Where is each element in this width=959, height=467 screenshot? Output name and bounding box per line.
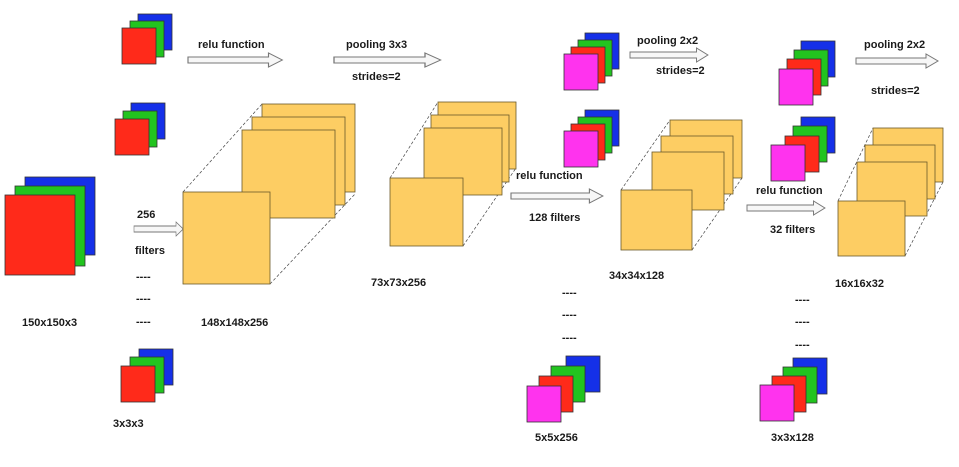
dashes-2c: ---- (562, 332, 577, 344)
dashes-1a: ---- (136, 271, 151, 283)
arrow-relu1 (187, 52, 283, 68)
pool1-size-label: 73x73x256 (371, 277, 426, 289)
conv3-output (837, 127, 944, 257)
pool1-output (389, 101, 517, 247)
strides1-label: strides=2 (352, 71, 401, 83)
kernel-1-c (120, 348, 174, 403)
kernel-1-b (114, 102, 166, 156)
dashes-2a: ---- (562, 287, 577, 299)
kernel-1-a (121, 13, 173, 65)
dashes-1b: ---- (136, 293, 151, 305)
filters1-word-label: filters (135, 245, 165, 257)
conv3-size-label: 16x16x32 (835, 278, 884, 290)
dashes-3b: ---- (795, 316, 810, 328)
kernel-3-b (770, 116, 836, 182)
conv1-size-label: 148x148x256 (201, 317, 268, 329)
kernel-3-a (778, 40, 836, 106)
strides3-label: strides=2 (871, 85, 920, 97)
kernel-3-c (759, 357, 828, 422)
pool1-label: pooling 3x3 (346, 39, 407, 51)
arrow-conv1 (133, 221, 184, 237)
conv1-output (182, 103, 356, 285)
filters3-label: 32 filters (770, 224, 815, 236)
dashes-3c: ---- (795, 339, 810, 351)
filters2-label: 128 filters (529, 212, 580, 224)
arrow-pool3 (855, 53, 939, 69)
arrow-pool1 (333, 52, 442, 68)
kernel-2-a (563, 32, 620, 91)
input-volume (4, 176, 96, 276)
filters1-count-label: 256 (137, 209, 155, 221)
dashes-3a: ---- (795, 294, 810, 306)
arrow-relu3 (746, 200, 826, 216)
conv2-output (620, 119, 743, 251)
dashes-1c: ---- (136, 316, 151, 328)
input-channel-red (4, 194, 76, 276)
pool2-label: pooling 2x2 (637, 35, 698, 47)
kernel1-size-label: 3x3x3 (113, 418, 144, 430)
kernel2-size-label: 5x5x256 (535, 432, 578, 444)
relu3-label: relu function (756, 185, 823, 197)
input-size-label: 150x150x3 (22, 317, 77, 329)
pool3-label: pooling 2x2 (864, 39, 925, 51)
strides2-label: strides=2 (656, 65, 705, 77)
arrow-relu2 (510, 188, 604, 204)
kernel3-size-label: 3x3x128 (771, 432, 814, 444)
kernel-2-b (563, 109, 620, 168)
relu2-label: relu function (516, 170, 583, 182)
arrow-pool2 (629, 47, 709, 63)
kernel-2-c (526, 355, 601, 423)
relu1-label: relu function (198, 39, 265, 51)
conv2-size-label: 34x34x128 (609, 270, 664, 282)
dashes-2b: ---- (562, 309, 577, 321)
